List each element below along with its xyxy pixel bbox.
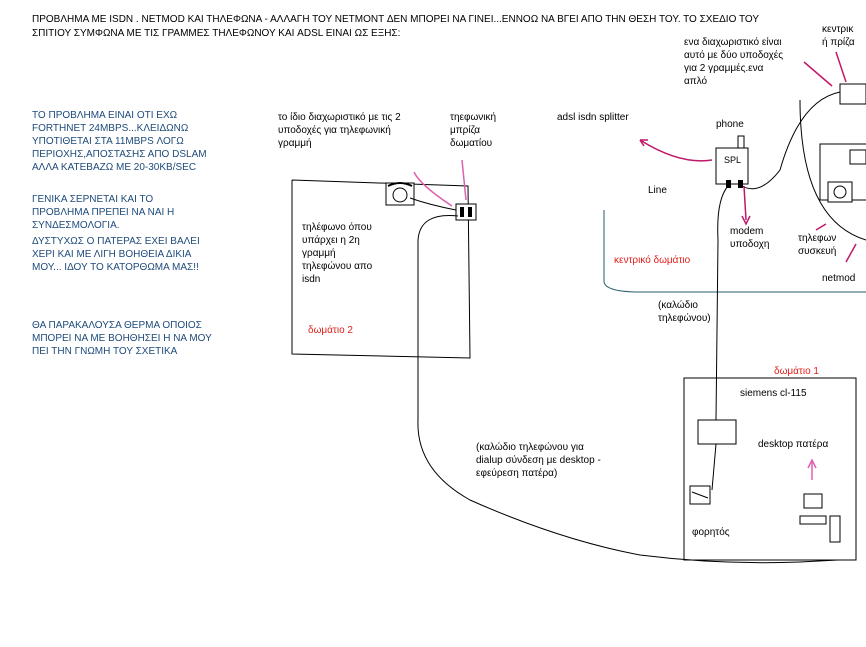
adsl-splitter-icon <box>715 147 749 185</box>
label-splitter-note: ενα διαχωριστικό είναι αυτό με δύο υποδο… <box>684 37 784 87</box>
label-same-splitter: το ίδιο διαχωριστικό με τις 2 υποδοχές γ… <box>278 112 401 149</box>
label-line: Line <box>648 185 667 196</box>
label-phone-device: τηλεφων συσκευή <box>798 233 837 257</box>
label-modem-socket: modem υποδοχη <box>730 226 770 250</box>
label-adsl-splitter: adsl isdn splitter <box>557 112 629 123</box>
label-splitter-chip: SPL <box>724 155 742 165</box>
room1-outline <box>683 377 857 561</box>
dialup-cable <box>417 215 839 564</box>
splitter-to-wall-cable <box>741 91 841 190</box>
room2-phone-cable <box>409 197 457 211</box>
label-phone-2nd-line: τηλέφωνο όπου υπάρχει η 2η γραμμή τηλεφώ… <box>302 222 373 285</box>
header-line-2: ΣΠΙΤΙΟΥ ΣΥΜΦΩΝΑ ΜΕ ΤΙΣ ΓΡΑΜΜΕΣ ΤΗΛΕΦΩΝΟΥ… <box>32 28 401 39</box>
desktop-icon <box>799 493 841 543</box>
label-room2: δωμάτιο 2 <box>308 325 353 336</box>
label-siemens: siemens cl-115 <box>740 388 807 399</box>
phone-cable-to-room1 <box>715 185 729 421</box>
central-socket-icon <box>839 83 866 105</box>
siemens-modem-icon <box>697 419 737 445</box>
annotation-arrows <box>413 51 857 480</box>
label-laptop: φορητός <box>692 527 730 538</box>
label-netmod: netmod <box>822 273 856 284</box>
note-father: ΔΥΣΤΥΧΩΣ Ο ΠΑΤΕΡΑΣ ΕΧΕΙ ΒΑΛΕΙ ΧΕΡΙ ΚΑΙ Μ… <box>32 236 200 273</box>
note-general: ΓΕΝΙΚΑ ΣΕΡΝΕΤΑΙ ΚΑΙ ΤΟ ΠΡΟΒΛΗΜΑ ΠΡΕΠΕΙ Ν… <box>32 194 175 231</box>
label-central-room: κεντρικό δωμάτιο <box>614 255 691 266</box>
laptop-icon <box>689 485 711 505</box>
label-dialup-cable: (καλώδιο τηλεφώνου για dialup σύνδεση με… <box>476 442 601 479</box>
central-room-wall <box>603 210 866 293</box>
label-desktop: desktop πατέρα <box>758 439 829 450</box>
central-phone-icon <box>827 181 853 203</box>
note-request: ΘΑ ΠΑΡΑΚΑΛΟΥΣΑ ΘΕΡΜΑ ΟΠΟΙΟΣ ΜΠΟΡΕΙ ΝΑ ΜΕ… <box>32 320 212 357</box>
room2-socket-icon <box>455 203 477 221</box>
room2-phone-icon <box>385 182 415 206</box>
label-room1: δωμάτιο 1 <box>774 366 819 377</box>
label-phone-cable: (καλώδιο τηλεφώνου) <box>658 300 711 324</box>
label-phone: phone <box>716 119 744 130</box>
note-problem: ΤΟ ΠΡΟΒΛΗΜΑ ΕΙΝΑΙ ΟΤΙ ΕΧΩ FORTHNET 24MBP… <box>32 110 207 173</box>
label-central-socket: κεντρικ ή πρίζα <box>822 24 855 48</box>
header-line-1: ΠΡΟΒΛΗΜΑ ΜΕ ISDN . NETMOD ΚΑΙ ΤΗΛΕΦΩΝΑ -… <box>32 14 760 25</box>
label-room-socket: τηεφωνική μπρίζα δωματίου <box>450 112 497 149</box>
